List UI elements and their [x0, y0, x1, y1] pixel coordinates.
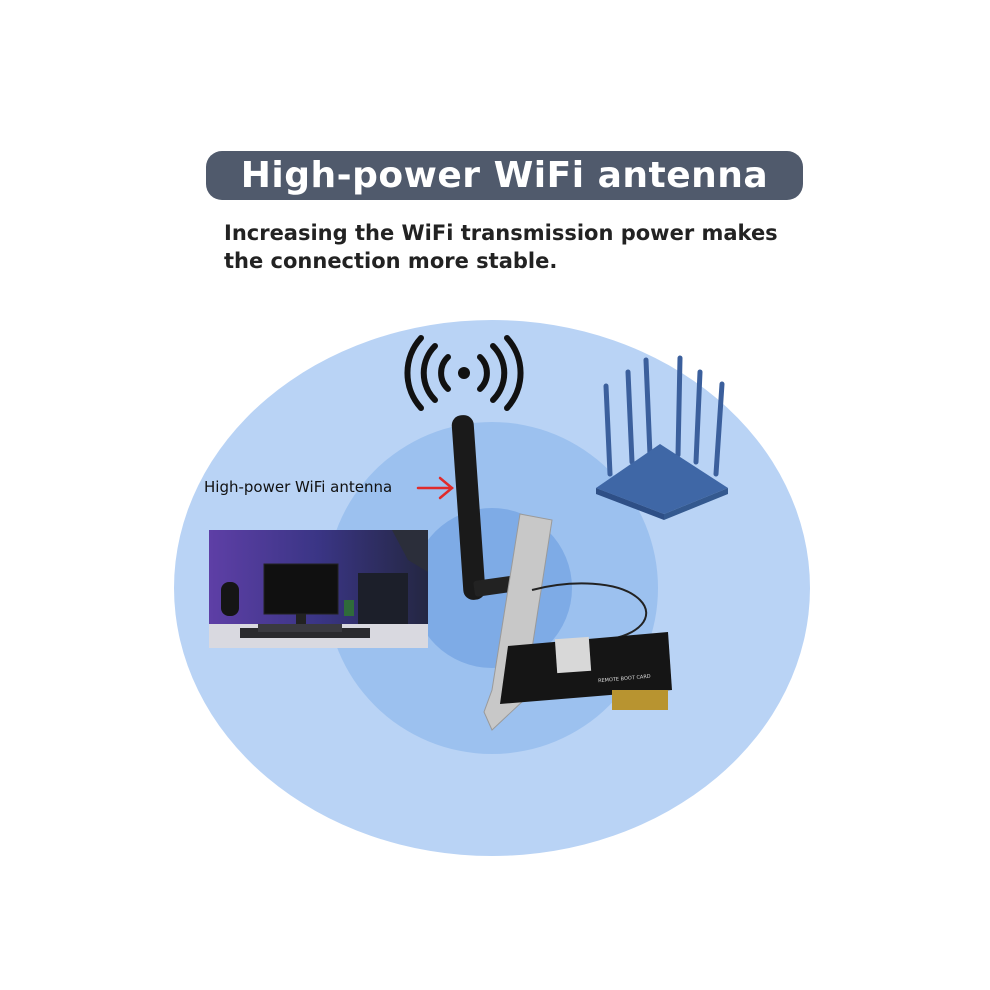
arrow-right-icon	[416, 476, 454, 500]
subtitle: Increasing the WiFi transmission power m…	[224, 221, 778, 273]
router	[596, 355, 728, 520]
desk-photo	[209, 530, 428, 648]
antenna-callout-label: High-power WiFi antenna	[204, 478, 393, 496]
banner-title: High-power WiFi antenna	[206, 151, 803, 200]
wifi-signal-icon	[404, 335, 524, 411]
pcie-card	[483, 513, 672, 731]
